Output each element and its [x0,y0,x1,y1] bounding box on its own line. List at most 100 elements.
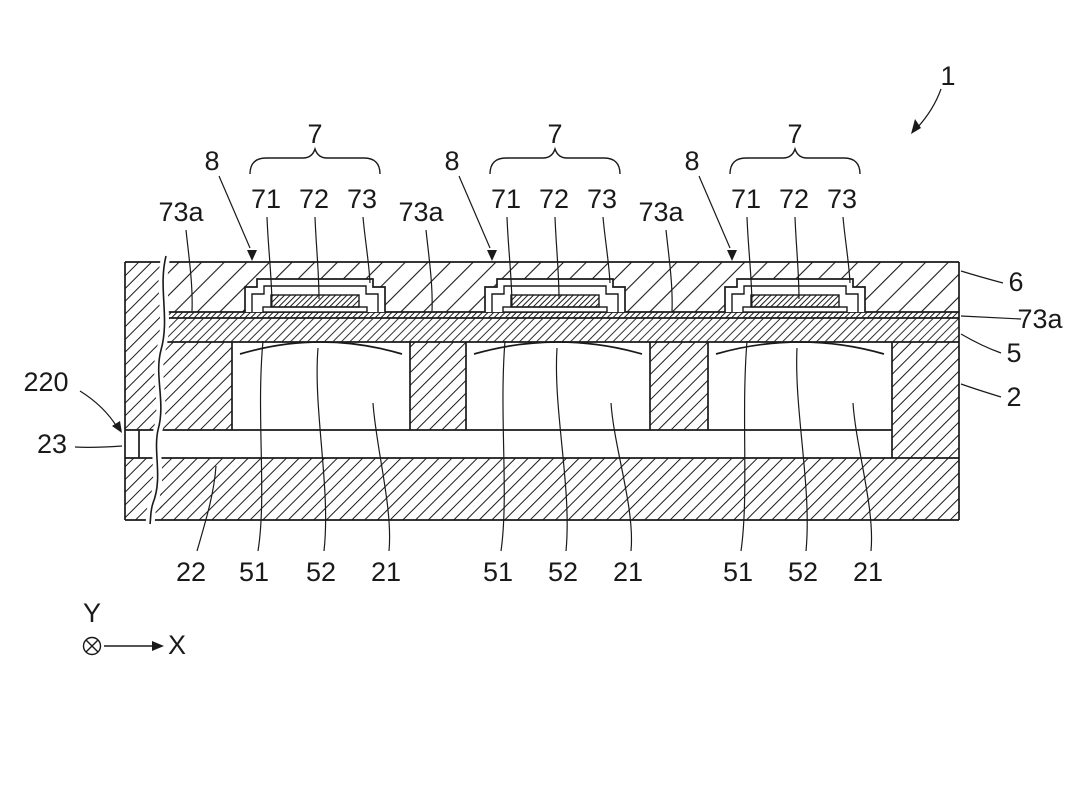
label-8-3: 8 [684,146,699,176]
label-2: 2 [1006,382,1021,412]
leader-21-1 [372,402,391,552]
leader-71-2 [506,216,513,308]
label-1: 1 [940,61,955,91]
structure [124,254,960,525]
leader-lines [74,88,1022,552]
diaphragm-curve [715,341,885,355]
label-7-2: 7 [547,119,562,149]
axis-indicator: Y X [82,598,186,660]
brace-7-3 [729,146,861,175]
leader-51-3 [740,340,748,552]
label-52-1: 52 [306,557,336,587]
leader-21-3 [852,402,873,552]
label-22: 22 [176,557,206,587]
arrowhead-220 [112,421,122,433]
leader-73a-2 [425,229,433,312]
leader-72-3 [794,216,800,300]
axis-x-arrowhead [152,641,164,651]
upper-electrode-73 [731,285,859,312]
base-layer-22 [160,458,959,520]
leader-73a-3 [665,229,673,312]
piezo-element-stack-2 [484,278,626,313]
diaphragm-curve [473,341,643,355]
brace-7-2 [489,146,621,175]
upper-electrode-73 [251,285,379,312]
label-51-3: 51 [723,557,753,587]
break-line [149,255,167,525]
substrate-wall [892,342,959,458]
leader-72-2 [554,216,560,300]
label-21-3: 21 [853,557,883,587]
leader-73-3 [842,216,851,284]
substrate-wall [160,342,232,430]
leader-73-2 [602,216,611,284]
arrowhead-device-1 [911,119,921,134]
element-outer-layer [724,278,866,312]
leader-52-1 [316,347,327,552]
leader-5 [960,333,1002,354]
arrow-220 [79,390,118,428]
leader-51-1 [257,340,264,552]
leader-21-2 [610,402,633,552]
leader-52-3 [796,347,808,552]
label-7-1: 7 [307,119,322,149]
label-72-2: 72 [539,184,569,214]
label-51-2: 51 [483,557,513,587]
leader-71-1 [266,216,273,308]
arrowhead-8-2 [487,250,497,261]
upper-electrode-73 [491,285,619,312]
leader-6 [960,270,1004,284]
axis-x-label: X [168,630,186,660]
label-7-3: 7 [787,119,802,149]
label-73-2: 73 [587,184,617,214]
leader-2 [960,383,1002,398]
label-73a-3: 73a [638,197,684,227]
leader-72-1 [314,216,320,300]
diaphragm-curve [239,341,403,355]
label-220: 220 [23,367,68,397]
leader-22 [196,465,217,552]
brace-7-1 [249,146,381,175]
arrow-device-1 [916,88,942,129]
label-5: 5 [1006,338,1021,368]
leader-51-2 [500,340,506,552]
arrowhead-8-1 [247,250,257,261]
group-braces [249,146,861,175]
label-52-2: 52 [548,557,578,587]
label-51-1: 51 [239,557,269,587]
vibration-plate-5 [160,318,959,342]
label-73-1: 73 [347,184,377,214]
substrate-wall [410,342,466,430]
leader-52-2 [555,347,568,552]
label-72-1: 72 [299,184,329,214]
reference-labels: 1 7 7 7 8 8 8 73a 73a 73a 71 72 73 71 72… [23,61,1063,587]
element-outer-layer [484,278,626,312]
interlayer-band-23 [125,430,892,458]
leader-23 [74,445,123,449]
arrow-8-1 [218,175,251,249]
label-52-3: 52 [788,557,818,587]
piezo-layer-72 [750,294,840,308]
label-6: 6 [1008,267,1023,297]
label-72-3: 72 [779,184,809,214]
electrode-lead-layer-73a [160,312,959,318]
label-23: 23 [37,429,67,459]
axis-into-page-icon [82,636,102,656]
arrow-8-3 [698,175,731,249]
label-8-2: 8 [444,146,459,176]
piezo-layer-72 [270,294,360,308]
leader-73a-1 [185,229,193,312]
leader-73a-right [960,315,1022,320]
arrowhead-8-3 [727,250,737,261]
label-71-2: 71 [491,184,521,214]
label-73a-2: 73a [398,197,444,227]
piezo-element-stack-1 [244,278,386,313]
arrow-8-2 [458,175,491,249]
label-73-3: 73 [827,184,857,214]
label-21-2: 21 [613,557,643,587]
piezo-layer-72 [510,294,600,308]
piezo-element-stack-3 [724,278,866,313]
leader-71-3 [746,216,753,308]
element-outer-layer [244,278,386,312]
